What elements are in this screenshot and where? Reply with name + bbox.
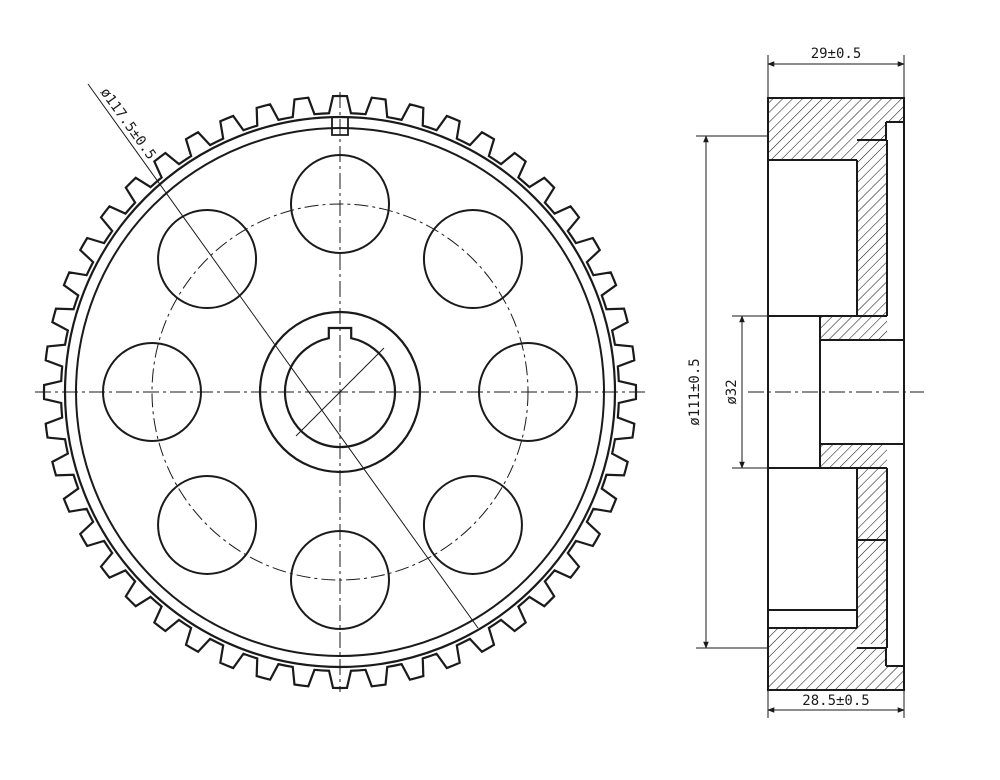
bolt-hole xyxy=(422,474,523,575)
width-bottom-dimension: 28.5±0.5 xyxy=(767,690,905,718)
section-outlines xyxy=(767,97,905,691)
bolt-hole xyxy=(422,209,523,310)
width-top-label: 29±0.5 xyxy=(811,46,862,62)
diameter-label: ø111±0.5 xyxy=(687,358,703,425)
gear-side-section-view: 29±0.5 28.5±0.5 ø111±0.5 ø32 xyxy=(687,46,924,718)
bolt-hole xyxy=(157,209,258,310)
bolt-hole xyxy=(157,474,258,575)
gear-front-view: ø117.5±0.5 xyxy=(35,83,645,692)
width-bottom-label: 28.5±0.5 xyxy=(802,693,869,709)
width-top-dimension: 29±0.5 xyxy=(767,46,905,98)
diameter-dimension: ø111±0.5 xyxy=(687,135,768,649)
bore-label: ø32 xyxy=(724,379,740,404)
outer-diameter-leader xyxy=(87,83,479,629)
section-hatching xyxy=(768,98,904,690)
outer-diameter-label: ø117.5±0.5 xyxy=(97,85,159,163)
bore-dimension: ø32 xyxy=(724,315,768,469)
bore-with-keyway xyxy=(283,326,397,449)
gear-tooth-profile xyxy=(42,94,638,690)
bore-center-cross xyxy=(295,347,385,437)
